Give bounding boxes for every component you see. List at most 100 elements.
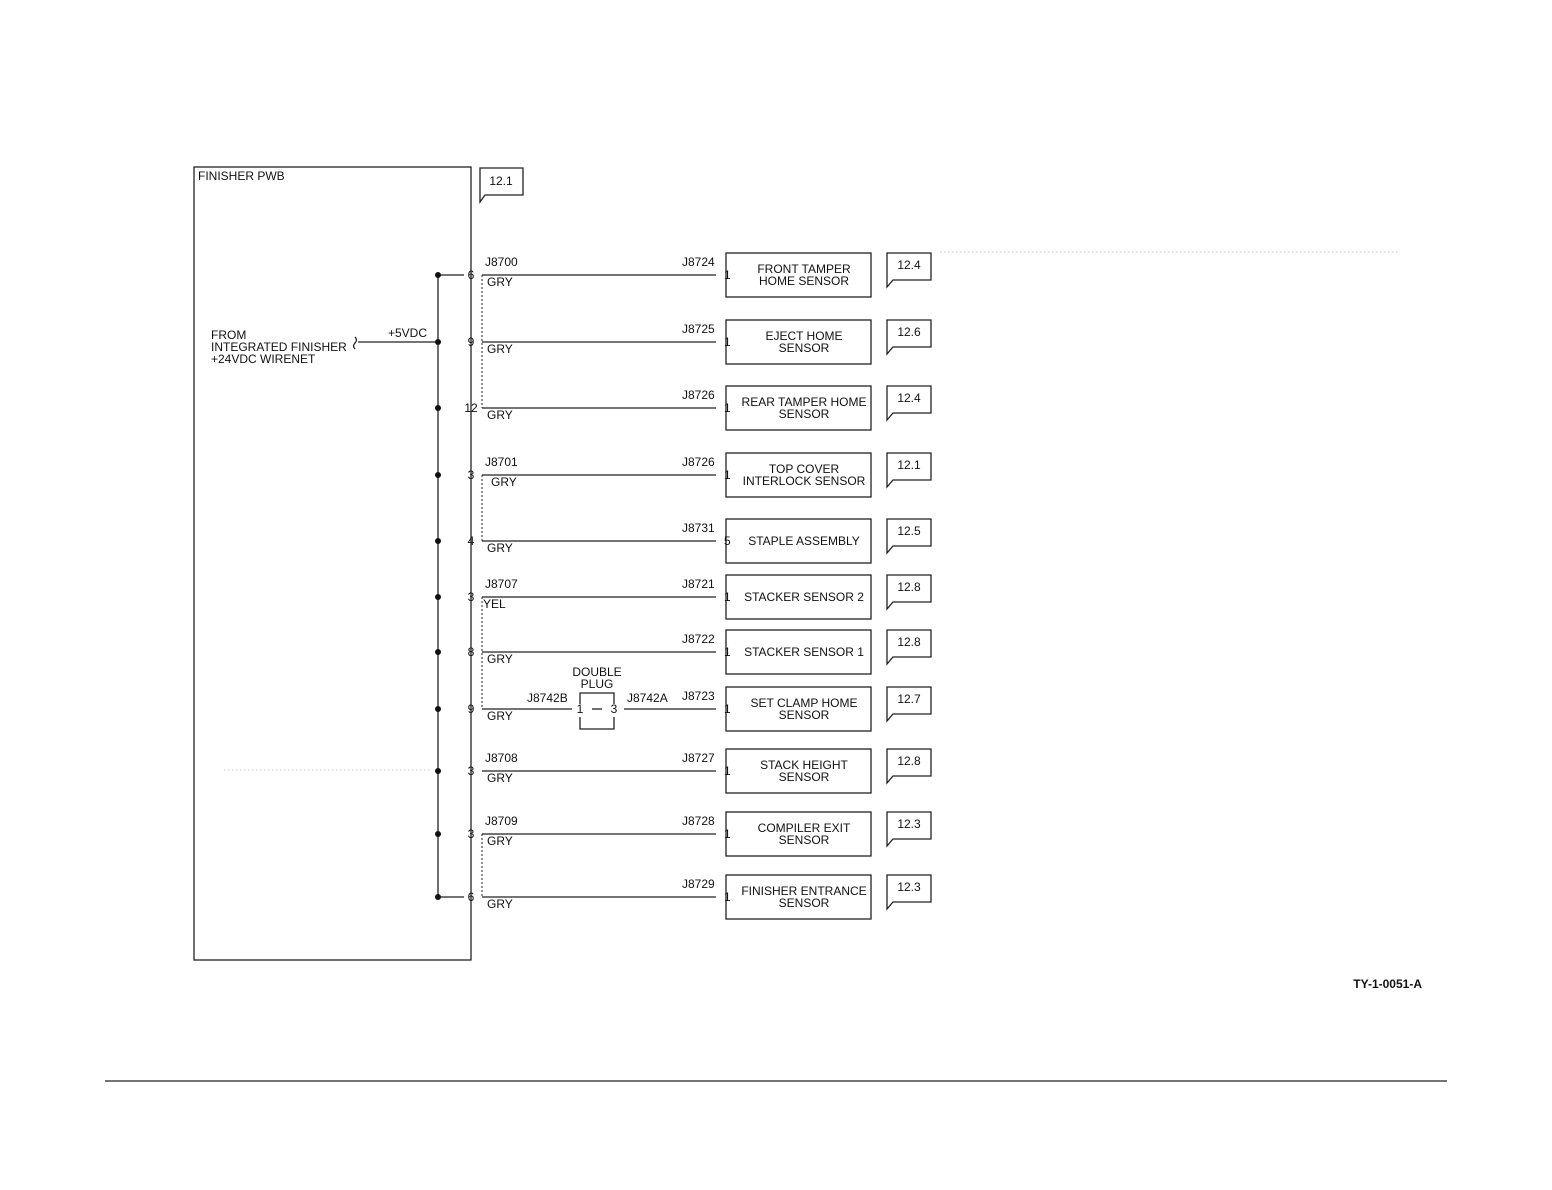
- component-name-line: SENSOR: [779, 770, 830, 784]
- component-name-line: REAR TAMPER HOME: [742, 395, 867, 409]
- pwb-pin-number: 12: [464, 401, 478, 415]
- wire-color-label: GRY: [491, 475, 517, 489]
- component-name-line: STACK HEIGHT: [760, 758, 848, 772]
- bus-junction-dot: [435, 894, 441, 900]
- component-connector-id: J8727: [682, 751, 715, 765]
- component-name-line: SENSOR: [779, 708, 830, 722]
- component-box: [725, 629, 872, 675]
- component-connector-id: J8721: [682, 577, 715, 591]
- component-name-line: COMPILER EXIT: [758, 821, 851, 835]
- component-connector-id: J8726: [682, 388, 715, 402]
- finisher-pwb-box: [193, 166, 472, 961]
- component-box: [725, 811, 872, 857]
- component-name-line: TOP COVER: [769, 462, 840, 476]
- wire-color-label: GRY: [487, 541, 513, 555]
- power-from-line-2: INTEGRATED FINISHER: [211, 340, 347, 354]
- component-name-line: STACKER SENSOR 1: [744, 645, 864, 659]
- bus-junction-dot: [435, 272, 441, 278]
- component-pin-number: 1: [724, 764, 731, 778]
- component-name-line: SENSOR: [779, 341, 830, 355]
- reference-flag-label: 12.6: [897, 325, 921, 339]
- wirenet-break-symbol: [352, 336, 358, 350]
- component-name-line: STAPLE ASSEMBLY: [748, 534, 860, 548]
- pwb-pin-number: 3: [468, 590, 475, 604]
- power-bus: [437, 274, 464, 898]
- component-connector-id: J8724: [682, 255, 715, 269]
- wire-color-label: GRY: [487, 408, 513, 422]
- reference-flag: [886, 385, 932, 422]
- pwb-ref-label: 12.1: [489, 174, 513, 188]
- component-box: [725, 452, 872, 498]
- double-plug-right-conn: J8742A: [627, 691, 668, 705]
- double-plug-title-1: DOUBLE: [572, 665, 621, 679]
- reference-flag: [886, 574, 932, 611]
- wire-color-label: GRY: [487, 834, 513, 848]
- reference-flag-label: 12.8: [897, 580, 921, 594]
- component-name-line: SENSOR: [779, 896, 830, 910]
- bus-junction-dot: [435, 831, 441, 837]
- component-pin-number: 1: [724, 268, 731, 282]
- component-box: [725, 252, 872, 298]
- reference-flag-label: 12.8: [897, 635, 921, 649]
- reference-flag-label: 12.4: [897, 391, 921, 405]
- pwb-pin-number: 3: [468, 827, 475, 841]
- wire-color-label: GRY: [487, 275, 513, 289]
- pwb-connector-id: J8709: [485, 814, 518, 828]
- bus-junction-dot: [435, 472, 441, 478]
- pwb-pin-number: 3: [468, 468, 475, 482]
- reference-flag-label: 12.4: [897, 258, 921, 272]
- bus-junction-dot: [435, 594, 441, 600]
- reference-flag: [886, 319, 932, 356]
- pwb-pin-number: 8: [468, 645, 475, 659]
- double-plug-title-2: PLUG: [581, 677, 614, 691]
- component-pin-number: 1: [724, 702, 731, 716]
- component-pin-number: 1: [724, 468, 731, 482]
- component-pin-number: 1: [724, 590, 731, 604]
- bus-junction-dot: [435, 649, 441, 655]
- pwb-pin-number: 6: [468, 268, 475, 282]
- pwb-connector-id: J8708: [485, 751, 518, 765]
- pwb-pin-number: 9: [468, 702, 475, 716]
- double-plug-left-conn: J8742B: [527, 691, 568, 705]
- bus-junction-dot: [435, 768, 441, 774]
- pwb-connector-id: J8701: [485, 455, 518, 469]
- component-name-line: EJECT HOME: [765, 329, 842, 343]
- component-connector-id: J8731: [682, 521, 715, 535]
- finisher-pwb-label: FINISHER PWB: [198, 169, 285, 183]
- component-pin-number: 1: [724, 827, 731, 841]
- reference-flag: [886, 874, 932, 911]
- component-connector-id: J8722: [682, 632, 715, 646]
- wire-color-label: GRY: [487, 771, 513, 785]
- pwb-pin-number: 4: [468, 534, 475, 548]
- reference-flag: [886, 811, 932, 848]
- reference-flag-label: 12.1: [897, 458, 921, 472]
- component-pin-number: 1: [724, 645, 731, 659]
- component-connector-id: J8728: [682, 814, 715, 828]
- power-voltage-label: +5VDC: [388, 326, 427, 340]
- reference-flag: [886, 518, 932, 555]
- component-box: [725, 518, 872, 564]
- component-box: [725, 385, 872, 431]
- pwb-ref-flag: [479, 167, 524, 205]
- pwb-pin-number: 6: [468, 890, 475, 904]
- component-connector-id: J8729: [682, 877, 715, 891]
- component-name-line: STACKER SENSOR 2: [744, 590, 864, 604]
- component-box: [725, 874, 872, 920]
- bus-junction-dot: [435, 706, 441, 712]
- reference-flag: [886, 686, 932, 723]
- wire-color-label: GRY: [487, 897, 513, 911]
- reference-flag: [886, 748, 932, 785]
- wire-color-label: GRY: [487, 709, 513, 723]
- component-box: [725, 319, 872, 365]
- power-from-line-3: +24VDC WIRENET: [211, 352, 316, 366]
- reference-flag-label: 12.8: [897, 754, 921, 768]
